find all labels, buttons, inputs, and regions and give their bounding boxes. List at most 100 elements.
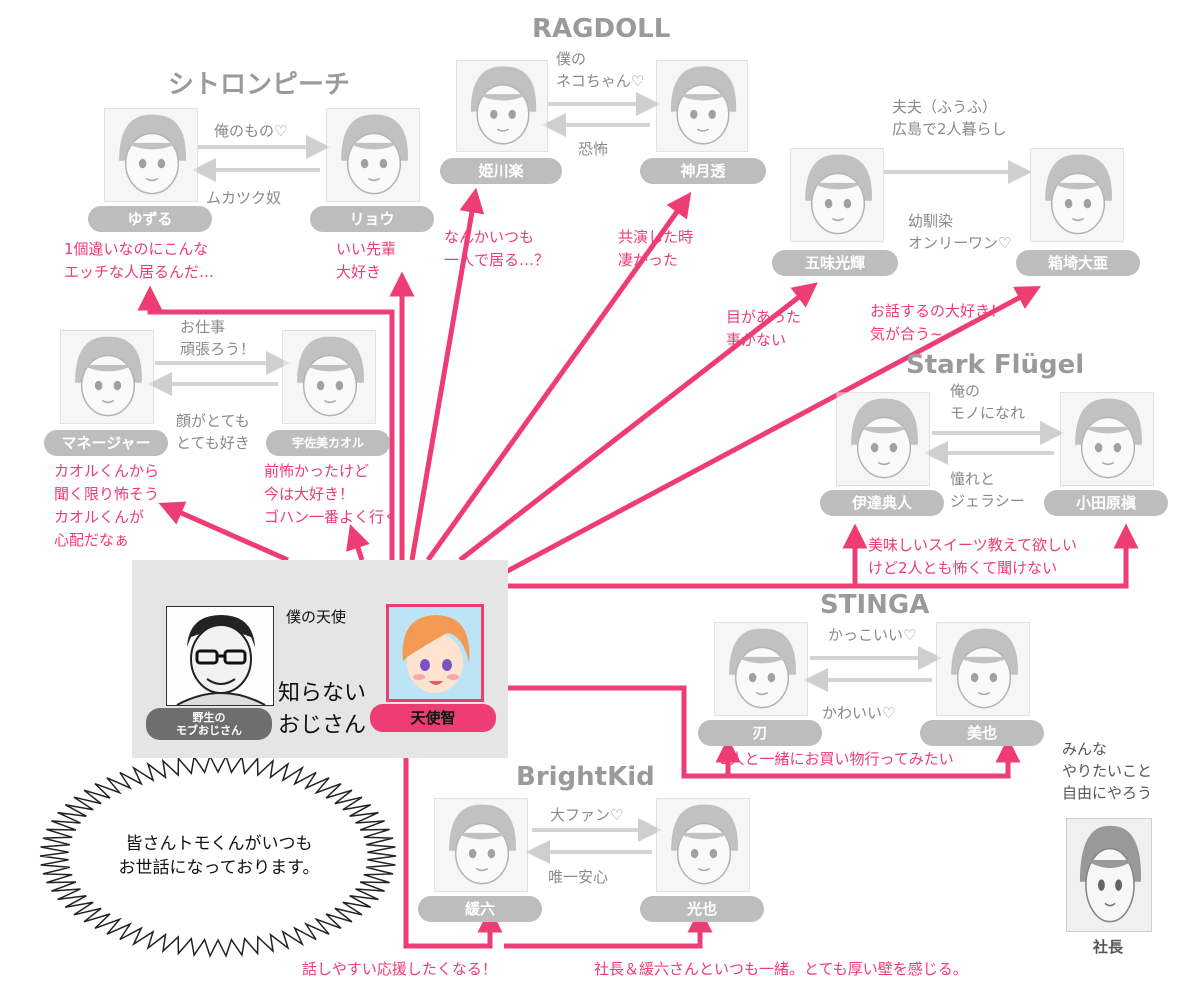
relation-yuzuru-to-ryou: 俺のもの♡ <box>214 122 288 140</box>
face-icon <box>327 109 419 201</box>
nametag-president: 社長 <box>1092 938 1123 956</box>
comment-kaoru: 前怖かったけど 今は大好き！ ゴハン一番よく行く <box>264 462 400 526</box>
face-icon <box>657 799 749 891</box>
portrait-yuzuru <box>104 108 198 202</box>
relation-mob-to-tomo: 僕の天使 <box>286 608 347 626</box>
portrait-kaoru <box>282 330 376 424</box>
portrait-mob <box>166 606 274 706</box>
portrait-tomo <box>386 604 484 702</box>
face-icon <box>1061 393 1153 485</box>
comment-stinga: 2人と一緒にお買い物行ってみたい <box>720 750 954 768</box>
nametag-manager: マネージャー <box>44 430 168 456</box>
relation-jin-to-miya: かっこいい♡ <box>828 626 917 644</box>
arrow-to-kaoru <box>346 524 370 561</box>
portrait-president <box>1066 818 1152 932</box>
face-icon <box>791 149 883 241</box>
portrait-kamizuki <box>656 60 748 152</box>
face-icon <box>435 799 527 891</box>
comment-kamizuki: 共演した時 凄かった <box>618 228 694 269</box>
nametag-gomi: 五味光輝 <box>772 250 898 276</box>
relation-tomo-to-mob: 知らない おじさん <box>278 681 367 738</box>
face-icon <box>457 61 547 151</box>
pair-arrows <box>148 92 1064 864</box>
comment-himekawa: なんかいつも 一人で居る…？ <box>444 228 550 269</box>
arrow-to-odawara <box>508 523 1139 589</box>
portrait-gomi <box>790 148 884 242</box>
nametag-jin: 刃 <box>698 720 822 746</box>
nametag-kamizuki: 神月透 <box>640 158 766 184</box>
arrow-to-mitsuya <box>504 907 713 949</box>
arrow-to-gomi <box>458 282 818 562</box>
mob-face-icon <box>167 607 273 705</box>
comment-ryou: いい先輩 大好き <box>336 240 397 281</box>
group-title-stark-flugel: Stark Flügel <box>906 350 1085 380</box>
relation-ryou-to-yuzuru: ムカツク奴 <box>206 189 282 207</box>
nametag-odawara: 小田原槇 <box>1044 490 1168 516</box>
portrait-date <box>836 392 930 486</box>
arrow-to-manager <box>158 501 290 563</box>
arrow-to-kamizuki <box>425 191 692 562</box>
face-icon <box>937 623 1029 715</box>
face-icon <box>283 331 375 423</box>
relation-manager-to-kaoru: お仕事 頑張ろう！ <box>180 318 256 358</box>
comment-yuzuru: 1個違いなのにこんな エッチな人居るんだ… <box>64 240 215 281</box>
relation-odawara-to-date: 憧れと ジェラシー <box>950 470 1025 510</box>
nametag-yuroku: 緩六 <box>418 896 542 922</box>
face-icon <box>715 623 807 715</box>
arrow-to-hakozaki <box>498 286 1042 578</box>
speech-bubble-shape <box>39 754 397 958</box>
portrait-miya <box>936 622 1030 716</box>
arrow-to-himekawa <box>409 187 485 561</box>
nametag-tomo: 天使智 <box>370 704 496 732</box>
arrow-to-miya <box>508 685 1021 779</box>
relation-miya-to-jin: かわいい♡ <box>822 704 896 722</box>
nametag-himekawa: 姫川楽 <box>440 158 562 184</box>
nametag-ryou: リョウ <box>310 206 434 232</box>
face-icon <box>1067 819 1151 931</box>
face-icon <box>1031 149 1123 241</box>
president-comment: みんな やりたいこと 自由にやろう <box>1062 740 1153 802</box>
relation-mitsuya-to-yuroku: 唯一安心 <box>548 868 609 886</box>
comment-stark: 美味しいスイーツ教えて欲しい けど2人とも怖くて聞けない <box>868 536 1077 577</box>
comment-gomi: 目があった 事がない <box>726 308 802 349</box>
tomo-face-icon <box>389 607 481 699</box>
face-icon <box>61 331 153 423</box>
relation-kaoru-to-manager: 顔がとても とても好き <box>176 412 250 452</box>
relation-yuroku-to-mitsuya: 大ファン♡ <box>550 806 624 824</box>
nametag-date: 伊達典人 <box>820 490 944 516</box>
portrait-hakozaki <box>1030 148 1124 242</box>
comment-yuroku: 話しやすい応援したくなる！ <box>302 960 497 978</box>
portrait-yuroku <box>434 798 528 892</box>
face-icon <box>657 61 747 151</box>
comment-mitsuya: 社長＆緩六さんといつも一緒。とても厚い壁を感じる。 <box>594 960 968 978</box>
portrait-mitsuya <box>656 798 750 892</box>
nametag-hakozaki: 箱埼大亜 <box>1016 250 1140 276</box>
comment-manager: カオルくんから 聞く限り怖そう カオルくんが 心配だなぁ <box>54 462 160 549</box>
nametag-kaoru: 宇佐美カオル <box>266 430 390 456</box>
relation-kamizuki-to-himekawa: 恐怖 <box>578 140 609 158</box>
group-title-citron-peach: シトロンピーチ <box>168 70 351 100</box>
relation-gomi-hakozaki-bottom: 幼馴染 オンリーワン♡ <box>908 212 1012 252</box>
portrait-odawara <box>1060 392 1154 486</box>
arrow-to-yuzuru <box>137 285 395 560</box>
face-icon <box>105 109 197 201</box>
nametag-mob: 野生の モブおじさん <box>146 708 272 740</box>
arrow-to-yuroku <box>403 758 503 949</box>
group-title-brightkid: BrightKid <box>516 762 655 792</box>
face-icon <box>837 393 929 485</box>
relation-date-to-odawara: 俺の モノになれ <box>950 382 1026 422</box>
speech-bubble-text: 皆さんトモくんがいつも お世話になっております。 <box>118 834 320 878</box>
nametag-miya: 美也 <box>920 720 1044 746</box>
nametag-mitsuya: 光也 <box>640 896 764 922</box>
portrait-himekawa <box>456 60 548 152</box>
portrait-jin <box>714 622 808 716</box>
relation-gomi-hakozaki-top: 夫夫（ふうふ） 広島で2人暮らし <box>892 98 1007 138</box>
comment-hakozaki: お話するの大好き！ 気が合う~ <box>870 302 1006 343</box>
relation-himekawa-to-kamizuki: 僕の ネコちゃん♡ <box>556 50 645 90</box>
nametag-yuzuru: ゆずる <box>88 206 212 232</box>
portrait-manager <box>60 330 154 424</box>
portrait-ryou <box>326 108 420 202</box>
group-title-stinga: STINGA <box>820 590 930 620</box>
group-title-ragdoll: RAGDOLL <box>532 14 671 44</box>
